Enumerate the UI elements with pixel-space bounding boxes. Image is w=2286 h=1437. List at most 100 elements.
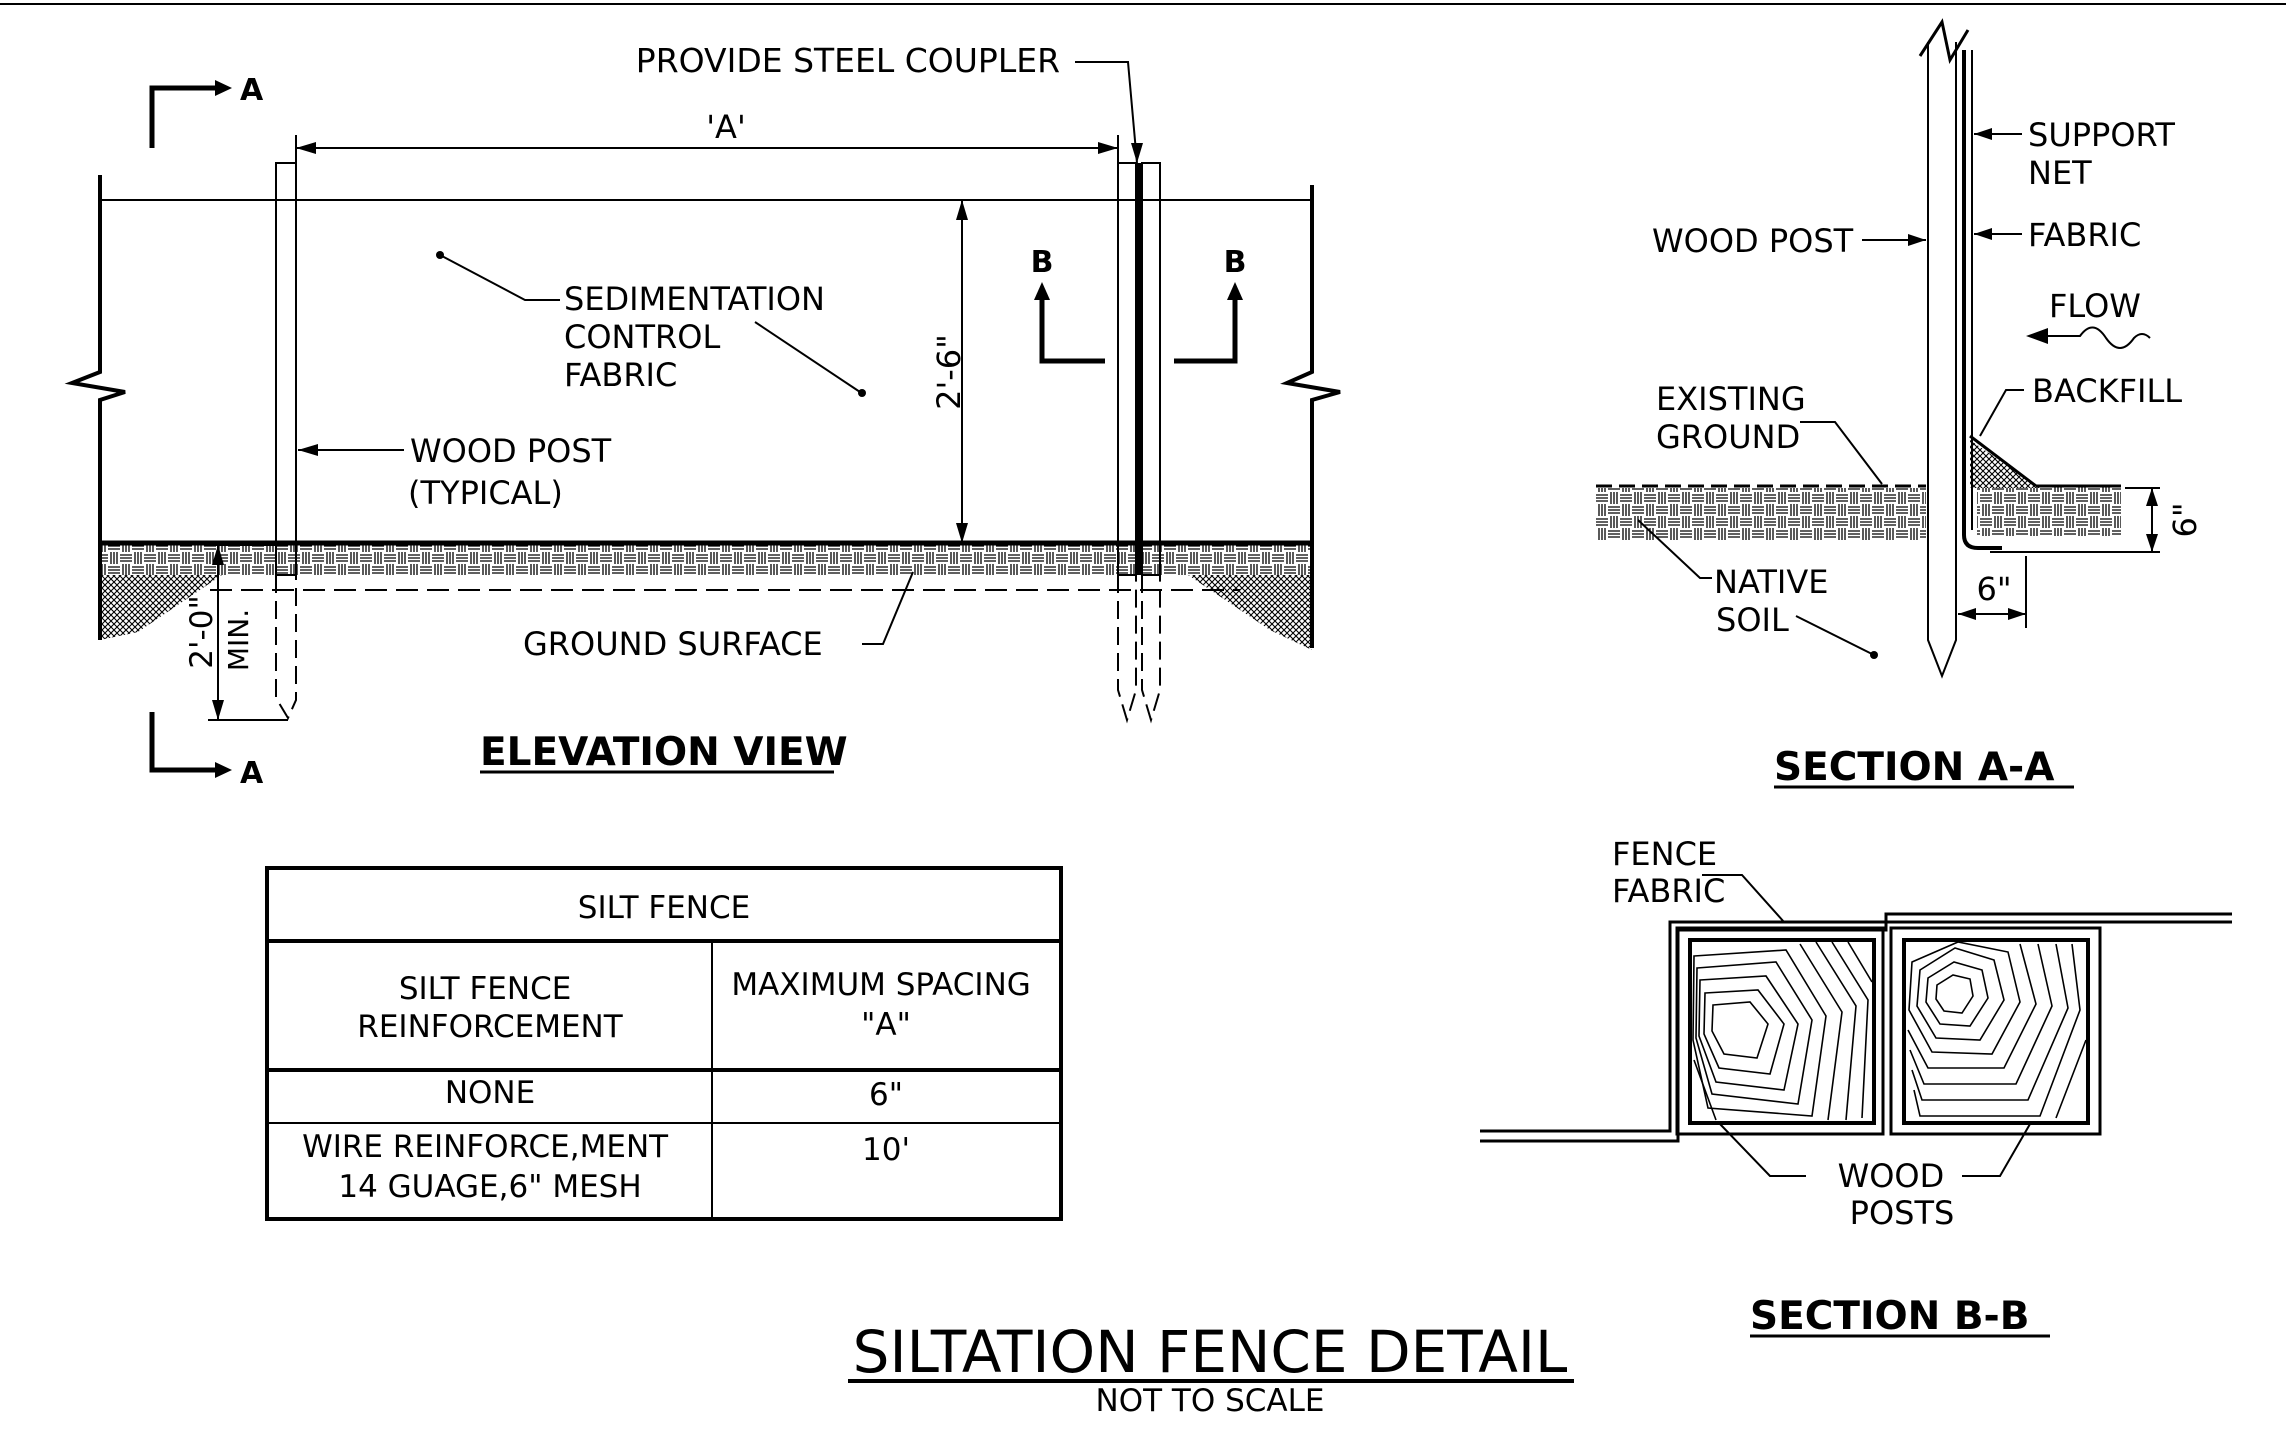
embed-arrow-bottom (212, 700, 224, 720)
post-label-line-1: WOOD POST (410, 432, 612, 470)
section-a-a: SUPPORT NET WOOD POST FABRIC FLOW BACKFI… (1596, 18, 2204, 790)
fabric-label-line-2: CONTROL (564, 318, 720, 356)
fabric-wrap-left (1675, 926, 1885, 1136)
native-soil-leader-dot (1870, 651, 1878, 659)
table-row-2-reinforcement: WIRE REINFORCE,MENT 14 GUAGE,6" MESH (302, 1129, 678, 1205)
fence-fabric-inner (1480, 920, 2232, 1143)
table-col1-header: SILT FENCE REINFORCEMENT (357, 971, 623, 1045)
native-soil-right (1977, 486, 2121, 536)
table-outline (265, 866, 1063, 1221)
section-aa-title: SECTION A-A (1774, 745, 2054, 790)
offset-arrow-right (2008, 608, 2026, 620)
section-mark-b-left-label: B (1031, 245, 1054, 280)
depth-dimension-label: 6" (2166, 502, 2204, 537)
drawing-title: SILTATION FENCE DETAIL (853, 1318, 1568, 1386)
wood-grain-left (1692, 941, 1873, 1121)
embed-min-label: MIN. (222, 609, 255, 671)
coupler-label: PROVIDE STEEL COUPLER (636, 41, 1060, 80)
elevation-view: A A 'A' PROVIDE STEEL COUPLER (64, 41, 1341, 791)
existing-ground-leader (1800, 421, 1883, 485)
backfill-label: BACKFILL (2032, 372, 2182, 410)
fence-fabric-outer (1480, 912, 2232, 1133)
wood-posts-leader-left (1719, 1123, 1806, 1177)
section-b-b: FENCE FABRIC WOOD POSTS SECTION B-B (1480, 835, 2232, 1339)
spacing-arrow-left (296, 142, 316, 154)
native-soil-label: NATIVE SOIL (1714, 563, 1839, 639)
fabric-label-line-1: SEDIMENTATION (564, 280, 825, 318)
wood-posts-label-line-1: WOOD (1838, 1157, 1945, 1195)
wood-post-right-a (1117, 162, 1137, 576)
ground-surface-label: GROUND SURFACE (523, 625, 823, 663)
table-col1-header-line-1: SILT FENCE (399, 971, 571, 1007)
backfill-surface-line (1969, 434, 2037, 488)
table-row-1-spacing: 6" (869, 1077, 903, 1113)
silt-fence-table: SILT FENCE SILT FENCE REINFORCEMENT MAXI… (265, 866, 1063, 1221)
table-col2-header-line-2: "A" (861, 1007, 911, 1043)
fabric-arrow-aa (1974, 228, 1992, 240)
table-row-2-spacing: 10' (862, 1132, 910, 1168)
section-mark-a-bottom (149, 712, 215, 773)
coupler-leader (1075, 61, 1138, 164)
wood-post-bb-right (1902, 938, 2090, 1125)
embed-dimension-label: 2'-0" (184, 595, 220, 668)
wood-post-left-embedded (275, 575, 297, 721)
section-mark-a-bottom-label: A (240, 756, 264, 791)
elevation-soil-left-taper (100, 575, 222, 640)
flow-arrow-head (2026, 328, 2048, 344)
table-row-2-reinforcement-line-1: WIRE REINFORCE,MENT (302, 1129, 669, 1165)
support-net-arrow (1974, 128, 1992, 140)
section-mark-b-left (1039, 300, 1105, 364)
support-net-label-line-2: NET (2028, 154, 2092, 192)
table-col2-header: MAXIMUM SPACING "A" (731, 967, 1040, 1043)
fabric-left-break (64, 175, 126, 640)
wood-post-right-b (1141, 162, 1161, 576)
post-leader-arrow (298, 444, 318, 456)
drawing-subtitle: NOT TO SCALE (1096, 1383, 1325, 1419)
fabric-label-line-3: FABRIC (564, 356, 677, 394)
fabric-wrap-right (1889, 926, 2102, 1136)
section-arrow-b-left (1034, 282, 1050, 300)
section-bb-title: SECTION B-B (1750, 1294, 2029, 1339)
table-col2-header-line-1: MAXIMUM SPACING (731, 967, 1030, 1003)
section-mark-a-top-label: A (240, 73, 264, 108)
depth-arrow-top (2146, 488, 2158, 506)
wood-post-section (1927, 42, 1957, 679)
section-mark-b-right-label: B (1224, 245, 1247, 280)
offset-arrow-left (1958, 608, 1976, 620)
native-soil-line-2: SOIL (1716, 601, 1789, 639)
section-arrow-b-right (1227, 282, 1243, 300)
fabric-line-section (1962, 50, 2002, 550)
table-row-1-reinforcement: NONE (445, 1075, 535, 1111)
native-soil-leader-left (1637, 519, 1712, 579)
flow-arrow-line (2048, 326, 2151, 349)
table-title: SILT FENCE (578, 890, 750, 926)
spacing-dimension-label: 'A' (706, 108, 745, 146)
wood-post-right-embedded (1117, 575, 1161, 724)
depth-arrow-bottom (2146, 534, 2158, 552)
fabric-leader-right-dot (858, 389, 866, 397)
embed-arrow-top (212, 545, 224, 565)
backfill-leader (1979, 389, 2024, 437)
section-arrow-a-top (215, 80, 232, 96)
section-mark-a-top (149, 85, 215, 148)
fabric-leader-right (754, 321, 861, 393)
section-arrow-a-bottom (215, 762, 232, 778)
fence-fabric-label-line-2: FABRIC (1612, 872, 1725, 910)
height-arrow-top (956, 200, 968, 220)
elevation-soil-right-taper (1188, 575, 1312, 650)
support-net-label-line-1: SUPPORT (2028, 116, 2175, 154)
spacing-arrow-right (1098, 142, 1118, 154)
wood-posts-label-line-2: POSTS (1850, 1194, 1955, 1232)
section-mark-b-right (1174, 300, 1238, 364)
ground-leader (862, 571, 914, 645)
wood-posts-label: WOOD POSTS (1838, 1157, 1955, 1232)
coupler-leader-arrow (1131, 143, 1143, 163)
table-col1-header-line-2: REINFORCEMENT (357, 1009, 623, 1045)
elevation-soil (100, 545, 1312, 575)
existing-ground-line-1: EXISTING (1656, 380, 1806, 418)
flow-label: FLOW (2049, 287, 2141, 325)
table-row-2-reinforcement-line-2: 14 GUAGE,6" MESH (338, 1169, 641, 1205)
fabric-label-aa: FABRIC (2028, 216, 2141, 254)
wood-post-arrow (1908, 234, 1926, 246)
